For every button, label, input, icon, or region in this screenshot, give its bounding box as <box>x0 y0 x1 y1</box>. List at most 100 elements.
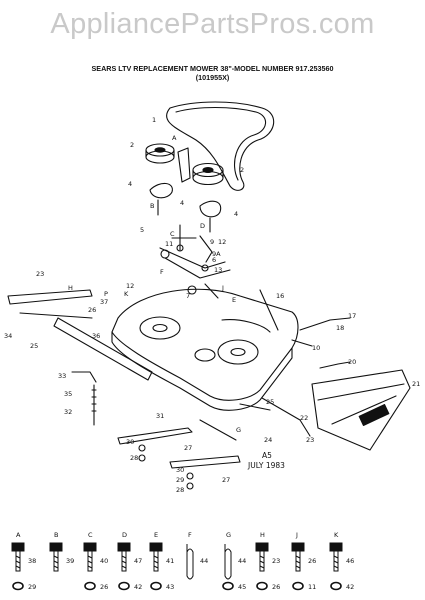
callout-25: 25 <box>266 398 274 406</box>
hardware-letter: A <box>16 531 21 539</box>
hardware-shape <box>49 542 63 572</box>
hardware-letter: B <box>54 531 58 539</box>
hardware-part-number: 47 <box>134 557 142 565</box>
hardware-item-f: F 44 <box>186 531 208 580</box>
callout-23: 23 <box>36 270 44 278</box>
hardware-part-number: 41 <box>166 557 174 565</box>
washer-icon <box>222 581 234 591</box>
callout-d: D <box>200 222 205 230</box>
hardware-part-number: 38 <box>28 557 36 565</box>
blade-upper <box>117 427 193 445</box>
callout-j: J <box>221 284 224 292</box>
hardware-shape <box>11 542 25 572</box>
hardware-letter: K <box>334 531 339 539</box>
callout-28: 28 <box>176 486 184 494</box>
callout-b: B <box>150 202 154 210</box>
hardware-part-number: 26 <box>308 557 316 565</box>
callout-f: F <box>160 268 164 276</box>
callout-23: 23 <box>306 436 314 444</box>
washer-icon <box>292 581 304 591</box>
hardware-washer-number: 42 <box>134 583 142 591</box>
hardware-washer-number: 42 <box>346 583 354 591</box>
washer-icon <box>256 581 268 591</box>
hardware-legend: A3829B39C4026D4742E4143F44G4445H2326J261… <box>11 531 354 591</box>
callout-12: 12 <box>218 238 226 246</box>
hardware-part-number: 23 <box>272 557 280 565</box>
callout-5: 5 <box>140 226 144 234</box>
callout-4: 4 <box>234 210 238 218</box>
hardware-item-h: H 23 26 <box>255 531 280 591</box>
hardware-letter: E <box>154 531 158 539</box>
callout-16: 16 <box>276 292 284 300</box>
callout-9: 9 <box>210 238 214 246</box>
hardware-item-c: C 40 26 <box>83 531 108 591</box>
callout-32: 32 <box>64 408 72 416</box>
hardware-washer-number: 26 <box>100 583 108 591</box>
hardware-part-number: 40 <box>100 557 108 565</box>
callout-25: 25 <box>30 342 38 350</box>
hardware-shape <box>83 542 97 572</box>
hardware-shape <box>329 542 343 572</box>
washer-icon <box>330 581 342 591</box>
hardware-washer-number: 26 <box>272 583 280 591</box>
hardware-shape <box>186 544 194 580</box>
hardware-item-b: B 39 <box>49 531 74 572</box>
callout-17: 17 <box>348 312 356 320</box>
pulley-left <box>145 143 175 164</box>
callout-33: 33 <box>58 372 66 380</box>
callout-9a: 9A <box>212 250 221 258</box>
callout-36: 36 <box>92 332 100 340</box>
hardware-part-number: 44 <box>200 557 208 565</box>
hardware-shape <box>149 542 163 572</box>
washer-icon <box>84 581 96 591</box>
hardware-item-a: A 38 29 <box>11 531 36 591</box>
callout-22: 22 <box>300 414 308 422</box>
callout-c: C <box>170 230 175 238</box>
callout-35: 35 <box>64 390 72 398</box>
hardware-letter: F <box>188 531 192 539</box>
callout-37: 37 <box>100 298 108 306</box>
callout-4: 4 <box>180 199 184 207</box>
washer-icon <box>12 581 24 591</box>
hardware-letter: D <box>122 531 127 539</box>
callout-2: 2 <box>130 141 134 149</box>
callout-p: P <box>104 290 108 298</box>
hardware-part-number: 44 <box>238 557 246 565</box>
washer-icon <box>118 581 130 591</box>
hardware-part-number: 46 <box>346 557 354 565</box>
washer-icon <box>150 581 162 591</box>
callout-12: 12 <box>126 282 134 290</box>
callout-27: 27 <box>222 476 230 484</box>
hardware-letter: G <box>226 531 231 539</box>
hardware-item-g: G 44 45 <box>222 531 246 591</box>
hardware-part-number: 39 <box>66 557 74 565</box>
callout-29: 29 <box>176 476 184 484</box>
callout-7: 7 <box>186 292 190 300</box>
callout-a: A <box>172 134 177 142</box>
hardware-item-k: K 46 42 <box>329 531 354 591</box>
callout-k: K <box>124 290 129 298</box>
hardware-shape <box>117 542 131 572</box>
callout-30: 30 <box>176 466 184 474</box>
drive-belt <box>166 101 275 191</box>
callout-31: 31 <box>156 412 164 420</box>
callout-h: H <box>68 284 73 292</box>
callout-4: 4 <box>128 180 132 188</box>
mower-deck <box>111 288 299 411</box>
callout-18: 18 <box>336 324 344 332</box>
hardware-washer-number: 11 <box>308 583 316 591</box>
hardware-washer-number: 45 <box>238 583 246 591</box>
callout-26: 26 <box>88 306 96 314</box>
hardware-letter: H <box>260 531 265 539</box>
callout-6: 6 <box>212 256 216 264</box>
callout-11: 11 <box>165 240 173 248</box>
stamp-date: JULY 1983 <box>247 461 285 470</box>
discharge-chute <box>311 369 411 451</box>
diagram-subtitle: (101955X) <box>195 73 230 82</box>
hardware-letter: C <box>88 531 93 539</box>
hardware-washer-number: 29 <box>28 583 36 591</box>
callout-34: 34 <box>4 332 12 340</box>
